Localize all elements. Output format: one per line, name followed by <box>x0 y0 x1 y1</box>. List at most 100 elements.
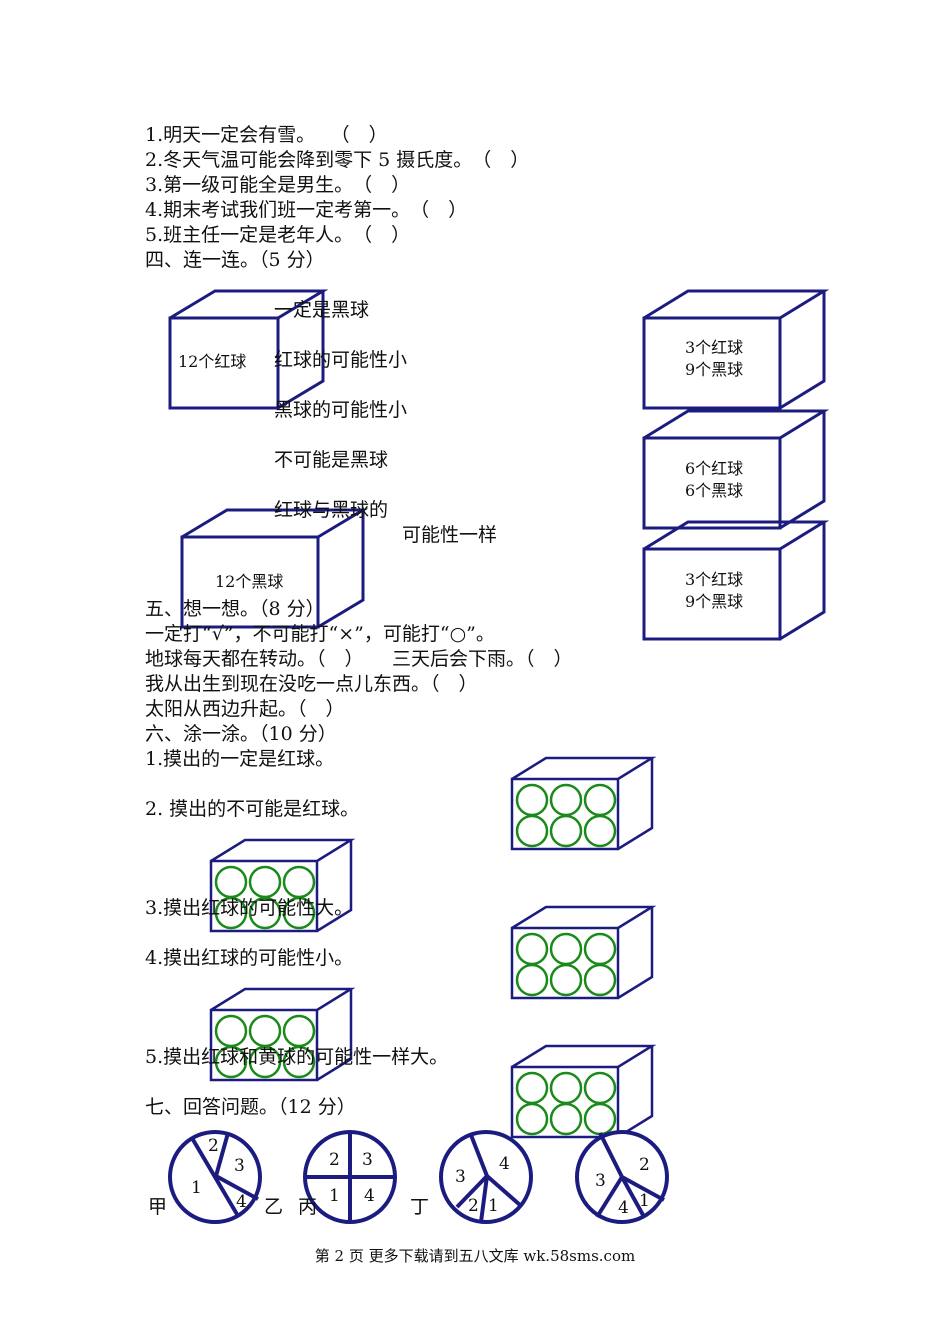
judge-item: 1.明天一定会有雪。 （ ） <box>145 124 388 146</box>
spinner-number: 1 <box>329 1186 340 1206</box>
spinner-divider <box>469 1134 489 1177</box>
ball-circle <box>248 1014 282 1048</box>
spinner-number: 3 <box>234 1156 245 1176</box>
spinner-number: 4 <box>499 1154 510 1174</box>
box-label: 9个黑球 <box>685 592 744 611</box>
spinner-number: 4 <box>364 1186 375 1206</box>
match-option: 不可能是黑球 <box>274 449 389 471</box>
judge-item: 4.期末考试我们班一定考第一。 （ ） <box>145 199 468 221</box>
spinner-divider <box>620 1176 645 1216</box>
spinner-divider <box>479 1175 489 1223</box>
judge-item: 5.班主任一定是老年人。 （ ） <box>145 224 411 246</box>
spinner-divider <box>595 1175 624 1219</box>
spinner-number: 2 <box>468 1196 479 1216</box>
box-cube <box>180 508 369 629</box>
ball-circle <box>583 1071 617 1105</box>
ball-circle <box>549 932 583 966</box>
paint-item: 5.摸出红球和黄球的可能性一样大。 <box>145 1046 449 1068</box>
paint-item: 2. 摸出的不可能是红球。 <box>145 798 360 820</box>
spinner-label: 甲 <box>148 1196 168 1218</box>
match-option: 一定是黑球 <box>274 299 370 321</box>
judge-item: 我从出生到现在没吃一点儿东西。（ ） <box>145 673 478 695</box>
box-cube <box>168 289 329 410</box>
ball-circle <box>282 896 316 930</box>
ball-box <box>209 987 356 1082</box>
ball-circle <box>515 783 549 817</box>
spinner-number: 3 <box>362 1150 373 1170</box>
ball-circle <box>214 1014 248 1048</box>
match-option: 红球的可能性小 <box>274 349 408 371</box>
box-cube <box>642 409 830 530</box>
spinner-label: 丁 <box>410 1196 430 1218</box>
ball-circle <box>583 814 617 848</box>
ball-circle <box>248 865 282 899</box>
judge-item: 太阳从西边升起。（ ） <box>145 698 345 720</box>
ball-circle <box>214 896 248 930</box>
spinner-number: 4 <box>236 1192 247 1212</box>
box-label: 6个黑球 <box>685 481 744 500</box>
paint-item: 4.摸出红球的可能性小。 <box>145 947 354 969</box>
ball-circle <box>515 963 549 997</box>
ball-circle <box>515 814 549 848</box>
ball-circle <box>282 1045 316 1079</box>
ball-circle <box>583 932 617 966</box>
spinner-number: 3 <box>595 1171 606 1191</box>
spinner-number: 1 <box>191 1178 202 1198</box>
spinner-number: 2 <box>639 1155 650 1175</box>
box-label: 9个黑球 <box>685 360 744 379</box>
box-label: 12个红球 <box>178 352 247 371</box>
ball-circle <box>549 963 583 997</box>
spinner-label: 乙 <box>264 1196 284 1218</box>
box-label: 3个红球 <box>685 338 744 357</box>
ball-circle <box>549 1071 583 1105</box>
ball-circle <box>549 814 583 848</box>
box-label: 6个红球 <box>685 459 744 478</box>
ball-circle <box>248 1045 282 1079</box>
spinner-number: 4 <box>618 1198 629 1218</box>
ball-circle <box>515 932 549 966</box>
ball-circle <box>583 963 617 997</box>
ball-box <box>209 838 356 933</box>
section-title: 五、想一想。（8 分） <box>145 598 325 620</box>
section-title: 六、涂一涂。（10 分） <box>145 723 337 745</box>
match-option: 黑球的可能性小 <box>274 399 408 421</box>
judge-item: 3.第一级可能全是男生。 （ ） <box>145 174 411 196</box>
spinner-number: 1 <box>639 1191 650 1211</box>
match-option: 红球与黑球的 <box>274 499 389 521</box>
ball-circle <box>248 896 282 930</box>
ball-circle <box>282 1014 316 1048</box>
ball-circle <box>214 865 248 899</box>
ball-circle <box>282 865 316 899</box>
spinner-number: 3 <box>455 1167 466 1187</box>
ball-circle <box>214 1045 248 1079</box>
section-title: 四、连一连。（5 分） <box>145 249 325 271</box>
ball-circle <box>583 783 617 817</box>
ball-circle <box>549 1102 583 1136</box>
spinner-number: 2 <box>329 1150 340 1170</box>
judge-item: 2.冬天气温可能会降到零下 5 摄氏度。 （ ） <box>145 149 530 171</box>
box-cube <box>642 520 830 641</box>
page-footer: 第 2 页 更多下载请到五八文库 wk.58sms.com <box>314 1247 636 1265</box>
spinner-divider <box>485 1174 522 1207</box>
paint-item: 3.摸出红球的可能性大。 <box>145 897 354 919</box>
box-label: 12个黑球 <box>215 572 284 591</box>
ball-circle <box>515 1071 549 1105</box>
spinner-divider <box>621 1175 665 1202</box>
spinner-divider <box>598 1132 624 1178</box>
instruction: 一定打“√”，不可能打“×”，可能打“○”。 <box>145 623 495 645</box>
judge-item: 地球每天都在转动。（ ） 三天后会下雨。（ ） <box>145 648 573 670</box>
ball-circle <box>583 1102 617 1136</box>
spinner-divider <box>455 1174 489 1209</box>
section-title: 七、回答问题。（12 分） <box>145 1096 356 1118</box>
box-cube <box>642 289 830 410</box>
paint-item: 1.摸出的一定是红球。 <box>145 748 335 770</box>
spinner-divider <box>214 1132 230 1177</box>
spinner-divider <box>215 1174 259 1201</box>
ball-box <box>510 756 657 851</box>
spinner-label: 丙 <box>298 1196 318 1218</box>
spinner-number: 1 <box>488 1196 499 1216</box>
ball-circle <box>515 1102 549 1136</box>
box-label: 3个红球 <box>685 570 744 589</box>
